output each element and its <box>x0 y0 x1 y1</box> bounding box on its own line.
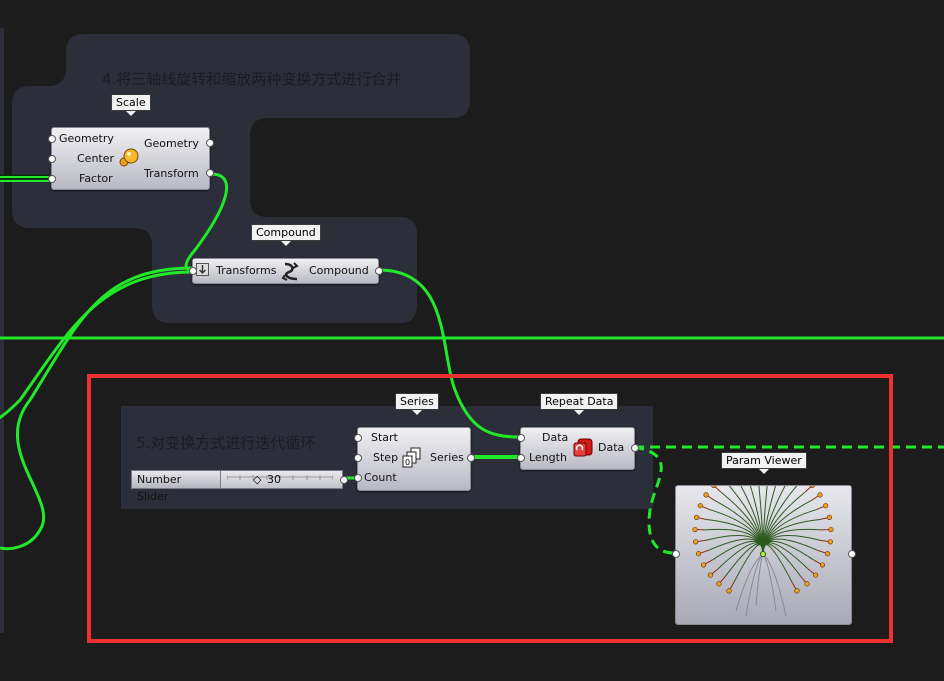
series-component[interactable]: Start Step Count 0 Series <box>354 427 475 491</box>
series-output-series: Series <box>430 451 464 464</box>
scale-component[interactable]: Geometry Center Factor Geometry Transfor… <box>48 127 214 190</box>
scale-input-geometry: Geometry <box>59 132 114 145</box>
compound-output-port[interactable] <box>375 267 383 275</box>
scale-input-factor: Factor <box>79 172 113 185</box>
number-slider-value: 30 <box>267 473 281 486</box>
repeat-data-component[interactable]: Data Length Data <box>517 427 639 470</box>
param-viewer-tree-graph <box>692 461 834 617</box>
scale-input-center: Center <box>77 152 115 165</box>
series-count-input-port[interactable] <box>354 474 362 482</box>
compound-transform-icon <box>281 262 299 281</box>
repeat-data-input-length: Length <box>529 451 567 464</box>
highlight-frame <box>87 374 893 643</box>
series-input-start: Start <box>371 431 398 444</box>
repeat-data-icon <box>573 438 593 457</box>
compound-input-transforms: Transforms <box>216 264 277 277</box>
viewer-leaf-node <box>804 581 810 587</box>
series-input-count: Count <box>364 471 397 484</box>
scale-center-input-port[interactable] <box>48 155 56 163</box>
viewer-leaf-node <box>823 503 829 509</box>
repeat-data-input-data: Data <box>542 431 569 444</box>
scale-factor-input-port[interactable] <box>48 175 56 183</box>
param-viewer-tag: Param Viewer <box>721 452 807 474</box>
viewer-leaf-node <box>794 588 800 594</box>
series-input-step: Step <box>373 451 399 464</box>
slider-handle-icon[interactable]: ◇ <box>253 473 262 486</box>
group-left-strip <box>0 28 4 633</box>
viewer-leaf-node <box>827 539 833 545</box>
viewer-leaf-node <box>703 492 709 498</box>
compound-component[interactable]: Transforms Compound <box>189 258 383 284</box>
viewer-leaf-node <box>813 572 819 578</box>
svg-text:0: 0 <box>405 458 410 467</box>
param-viewer[interactable] <box>672 461 856 625</box>
viewer-leaf-node <box>817 492 823 498</box>
scale-transform-output-port[interactable] <box>206 169 214 177</box>
viewer-leaf-node <box>824 551 831 557</box>
repeat-data-output-data: Data <box>598 441 625 454</box>
viewer-branch <box>762 544 793 583</box>
viewer-leaf-node <box>700 562 707 568</box>
scale-output-geometry: Geometry <box>144 137 199 150</box>
series-tag: Series <box>395 393 439 415</box>
compound-tag: Compound <box>251 224 321 246</box>
group-title-transform-merge: 4.将三轴线旋转和缩放两种变换方式进行合并 <box>102 70 402 88</box>
viewer-leaf-node <box>828 526 834 533</box>
wire-data-viewer <box>633 445 675 555</box>
number-slider-name: Number Slider <box>131 470 221 503</box>
viewer-leaf-node <box>695 551 702 557</box>
series-step-input-port[interactable] <box>354 454 362 462</box>
viewer-root-node <box>760 551 766 557</box>
group-title-iteration: 5.对变换方式进行迭代循环 <box>136 434 316 452</box>
number-slider-track[interactable]: ◇ 30 <box>221 470 343 489</box>
repeat-data-tag: Repeat Data <box>540 393 619 415</box>
repeat-data-data-input-port[interactable] <box>517 434 525 442</box>
flatten-icon <box>196 263 209 276</box>
scale-geometry-output-port[interactable] <box>206 139 214 147</box>
scale-geometry-input-port[interactable] <box>48 135 56 143</box>
viewer-leaf-node <box>826 514 833 520</box>
repeat-data-output-port[interactable] <box>631 444 639 452</box>
viewer-leaf-node <box>692 526 698 533</box>
number-slider[interactable]: Number Slider ◇ 30 <box>131 470 348 503</box>
wire-left-compound <box>0 266 194 551</box>
series-start-input-port[interactable] <box>354 434 362 442</box>
wire-left-compound-2 <box>0 270 194 420</box>
viewer-leaf-node <box>726 588 732 594</box>
param-viewer-input-port[interactable] <box>672 550 680 558</box>
viewer-leaf-node <box>707 572 713 578</box>
viewer-leaf-node <box>716 581 722 587</box>
compound-output-compound: Compound <box>309 264 369 277</box>
viewer-branch-grey <box>755 553 764 607</box>
viewer-leaf-node <box>693 514 700 520</box>
viewer-branch-grey <box>762 553 787 617</box>
slider-ticks <box>227 475 333 480</box>
scale-output-transform: Transform <box>144 167 199 180</box>
viewer-leaf-node <box>819 562 826 568</box>
repeat-data-length-input-port[interactable] <box>517 454 525 462</box>
wire-compound-repeat <box>378 268 520 439</box>
viewer-leaf-node <box>693 539 699 545</box>
scale-tag: Scale <box>111 94 151 116</box>
series-output-port[interactable] <box>467 454 475 462</box>
scale-sphere-icon <box>119 148 139 167</box>
param-viewer-output-port[interactable] <box>848 550 856 558</box>
number-slider-output-port[interactable] <box>340 476 348 484</box>
series-icon: 0 <box>402 447 421 468</box>
viewer-branch-grey <box>735 553 764 612</box>
viewer-leaf-node <box>697 503 703 509</box>
